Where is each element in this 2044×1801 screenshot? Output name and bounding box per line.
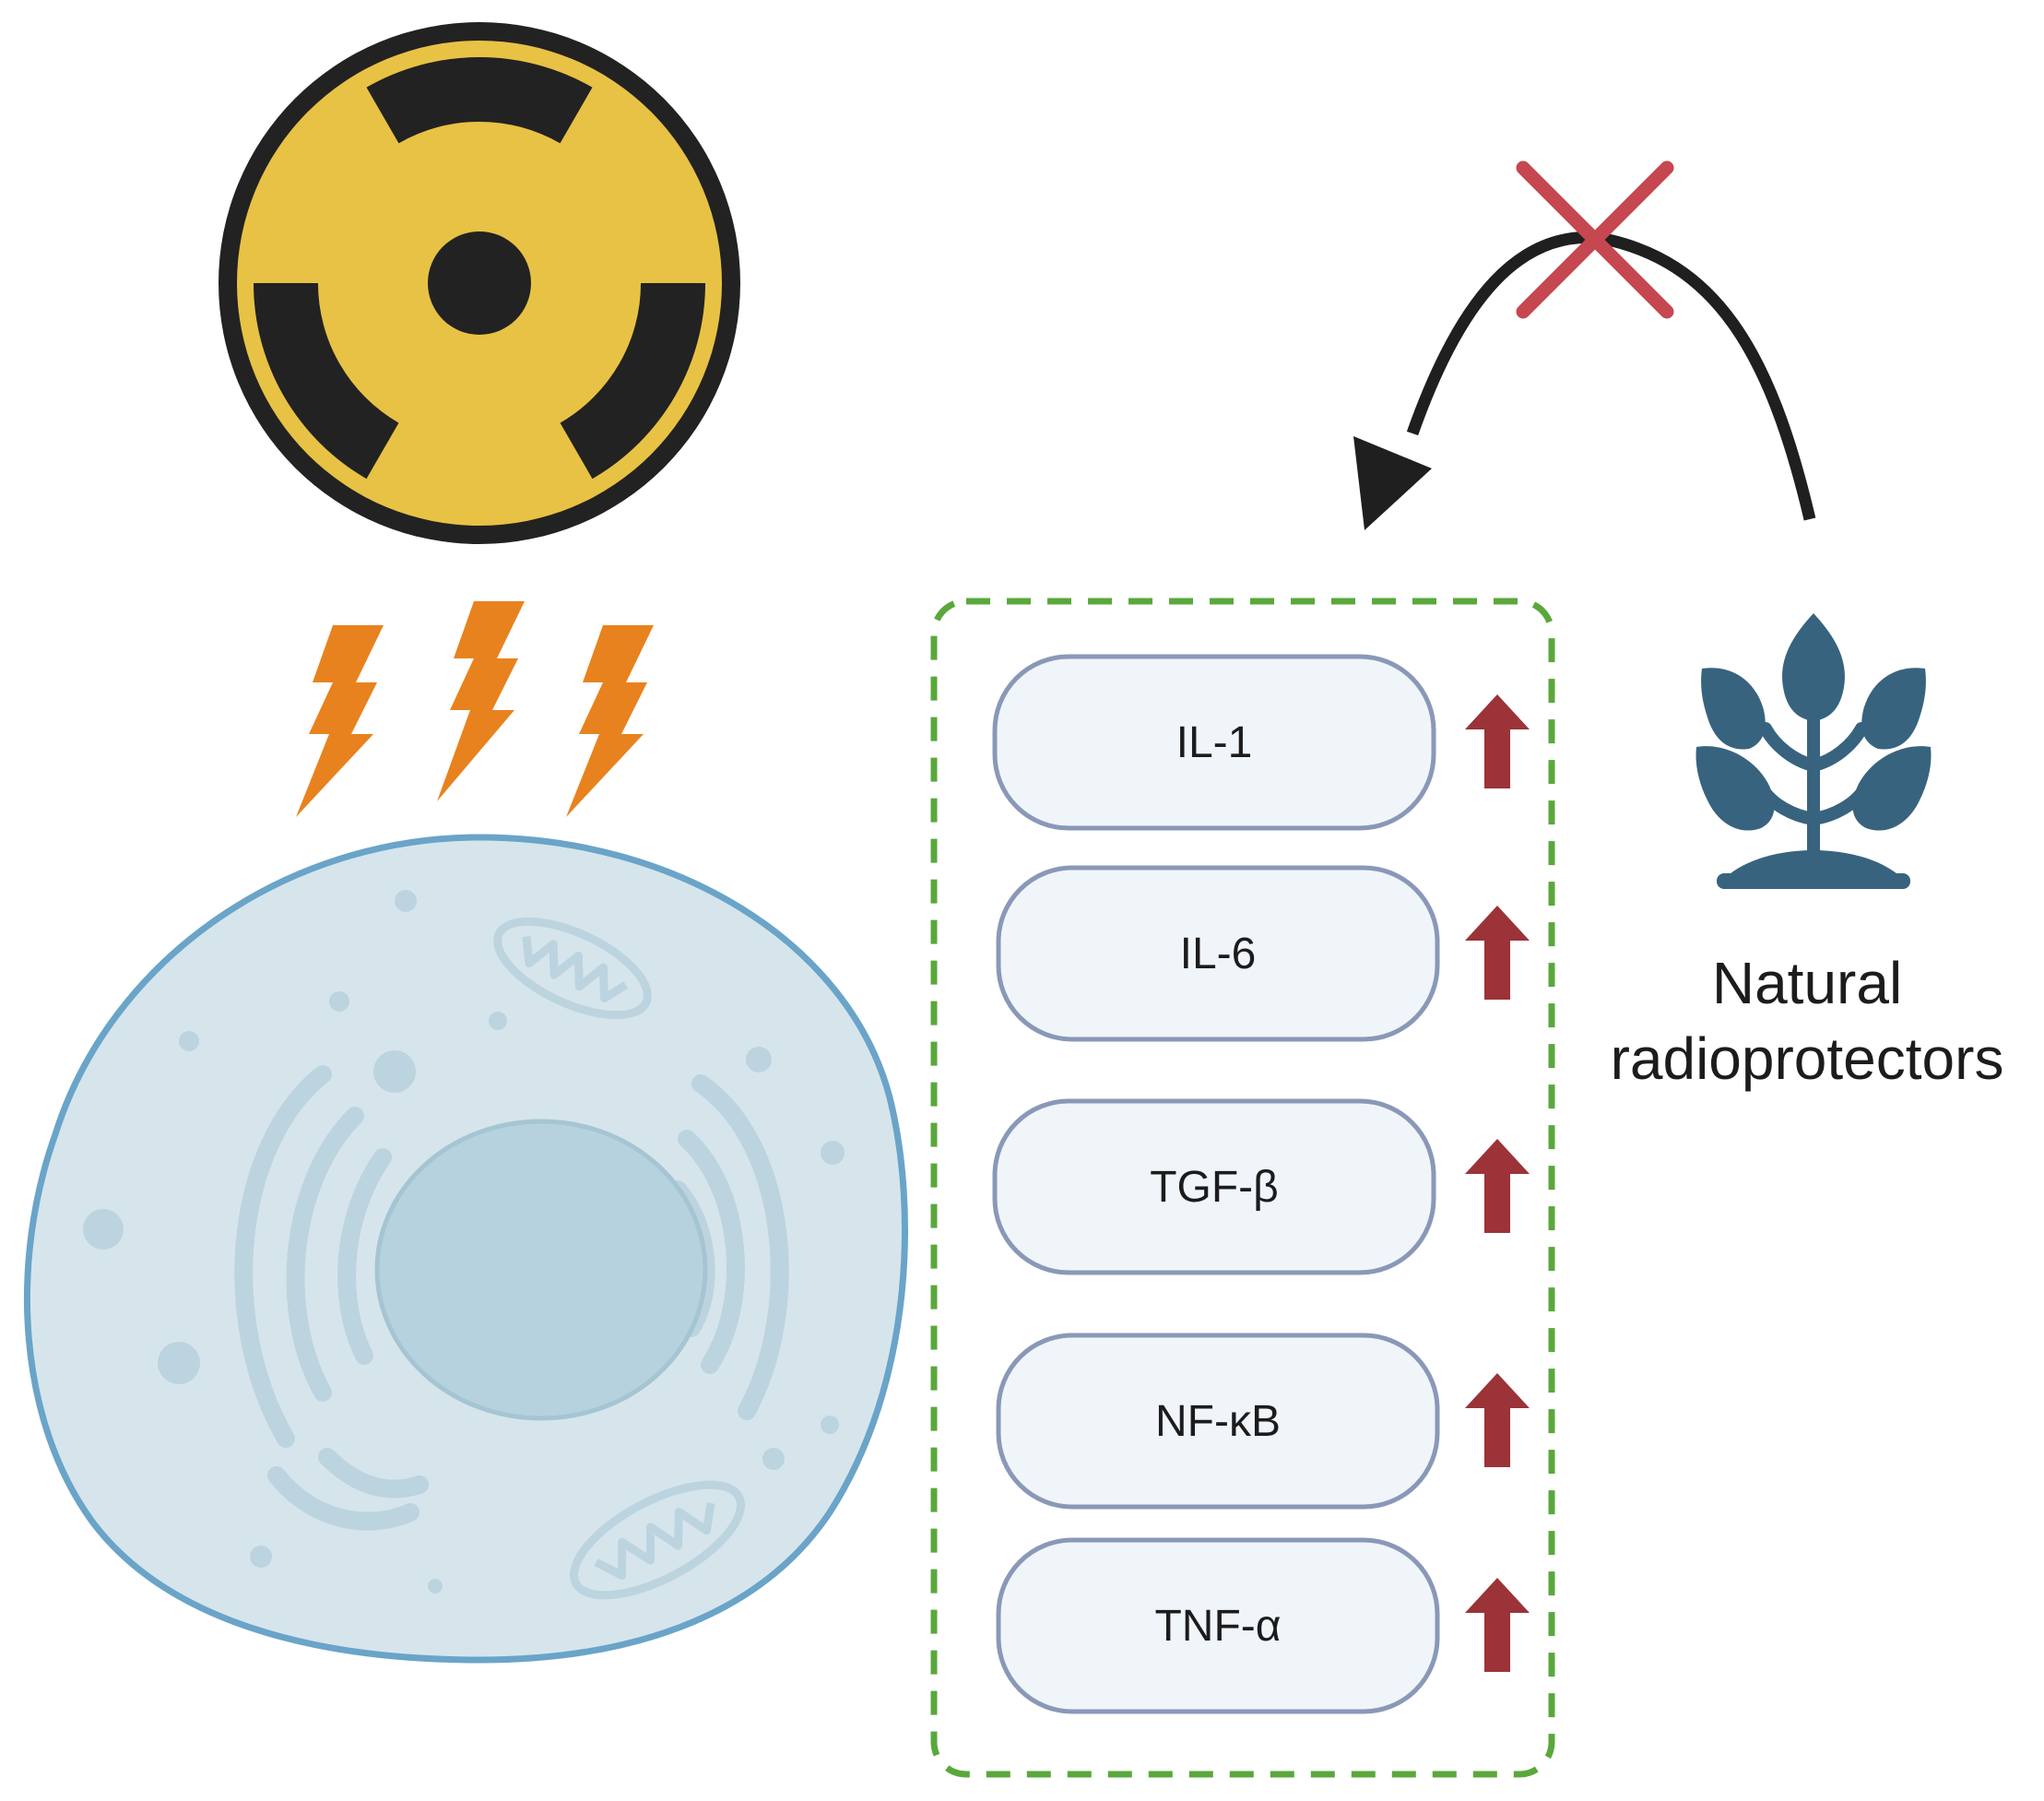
up-arrow-icon (1465, 1578, 1530, 1672)
cytokine-box (996, 1537, 1440, 1714)
cytokine-box (996, 1333, 1440, 1510)
plant-icon (1695, 613, 1932, 889)
lightning-bolt-icon (296, 625, 384, 817)
cytokine-label: IL-6 (1179, 929, 1257, 978)
cytokine-label: IL-1 (1176, 717, 1253, 767)
cytokine-label: TGF-β (1150, 1162, 1279, 1212)
cytokine-label: TNF-α (1154, 1601, 1282, 1651)
plant-label-line2: radioprotectors (1610, 1025, 2004, 1092)
radiation-hazard-icon (219, 22, 740, 544)
up-arrow-icon (1465, 906, 1530, 1000)
up-arrow-icon (1465, 1139, 1530, 1233)
cytokine-label: NF-κB (1155, 1396, 1281, 1446)
up-arrow-icon (1465, 694, 1530, 788)
cytokine-box (996, 865, 1440, 1042)
cytokine-box (992, 654, 1436, 831)
up-arrow-icon (1465, 1373, 1530, 1467)
cross-icon (1516, 160, 1674, 319)
plant-label-line1: Natural (1711, 950, 1903, 1016)
cytokine-list (992, 654, 1530, 1714)
plant-label: Natural radioprotectors (1577, 945, 2038, 1096)
cytokine-group-box (930, 598, 1555, 1778)
lightning-bolt-icon (437, 601, 525, 801)
arrowhead-icon (1353, 436, 1432, 530)
inhibited-arrow (1353, 160, 1816, 530)
cell-icon (23, 834, 908, 1664)
lightning-bolt-icon (566, 625, 654, 817)
cytokine-box (992, 1098, 1436, 1275)
